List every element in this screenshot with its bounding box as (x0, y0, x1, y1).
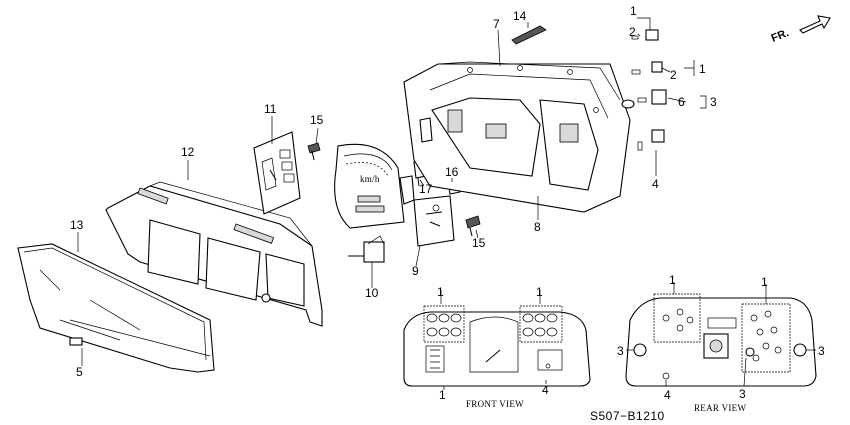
callout-14: 14 (513, 9, 527, 23)
fv-callout-1b: 1 (536, 285, 543, 299)
front-view-label: FRONT VIEW (466, 399, 524, 409)
bulb-socket-mid (631, 61, 663, 75)
meter-visor (105, 181, 323, 327)
screw-lower (465, 215, 481, 237)
screw-upper (307, 142, 321, 161)
callout-4: 4 (652, 177, 659, 191)
callout-5: 5 (76, 365, 83, 379)
instrument-case (403, 61, 631, 213)
fuel-gauge (413, 195, 455, 247)
fv-callout-4: 4 (542, 383, 549, 397)
front-direction-indicator: FR. (770, 15, 831, 45)
bulb-socket-top (631, 29, 659, 41)
rv-callout-3c: 3 (739, 387, 746, 401)
diagram-code: S507−B1210 (590, 409, 665, 423)
callout-numbers: 1 2 2 1 6 3 4 7 14 8 11 15 12 17 16 15 9… (70, 4, 717, 379)
lens-clip (69, 337, 83, 346)
callout-1a: 1 (630, 4, 637, 18)
fv-callout-1c: 1 (439, 388, 446, 402)
fr-arrow-icon (799, 15, 831, 34)
callout-13: 13 (70, 218, 84, 232)
callout-12: 12 (181, 145, 195, 159)
callout-2b: 2 (670, 68, 677, 82)
callout-6: 6 (678, 95, 685, 109)
callout-8: 8 (534, 220, 541, 234)
rv-callout-4: 4 (664, 388, 671, 402)
fr-label: FR. (770, 27, 791, 45)
callout-7: 7 (493, 17, 500, 31)
callout-10: 10 (365, 286, 379, 300)
rv-callout-1a: 1 (669, 273, 676, 287)
rear-view: 1 1 3 3 4 3 REAR VIEW (617, 273, 825, 413)
rv-callout-3a: 3 (617, 344, 624, 358)
callout-15a: 15 (310, 113, 324, 127)
meter-lens (17, 243, 215, 373)
callout-16: 16 (445, 165, 459, 179)
front-view: 1 1 1 4 FRONT VIEW (403, 285, 591, 409)
bulb-socket-low (637, 129, 665, 151)
callout-3: 3 (710, 95, 717, 109)
fv-callout-1a: 1 (437, 285, 444, 299)
bulb-socket-large (621, 89, 667, 109)
leader-lines (77, 17, 707, 366)
clip-14 (511, 25, 547, 45)
callout-1b: 1 (699, 62, 706, 76)
callout-11: 11 (264, 102, 277, 116)
speedometer-dial: km/h (334, 143, 415, 229)
callout-15b: 15 (472, 236, 486, 250)
callout-17: 17 (419, 182, 433, 196)
callout-9: 9 (412, 264, 419, 278)
rear-view-label: REAR VIEW (694, 403, 746, 413)
rv-callout-3b: 3 (818, 344, 825, 358)
svg-text:km/h: km/h (360, 174, 380, 184)
callout-2a: 2 (629, 25, 636, 39)
speedo-cable (348, 235, 385, 263)
temp-gauge (253, 131, 301, 215)
rv-callout-1b: 1 (761, 275, 768, 289)
